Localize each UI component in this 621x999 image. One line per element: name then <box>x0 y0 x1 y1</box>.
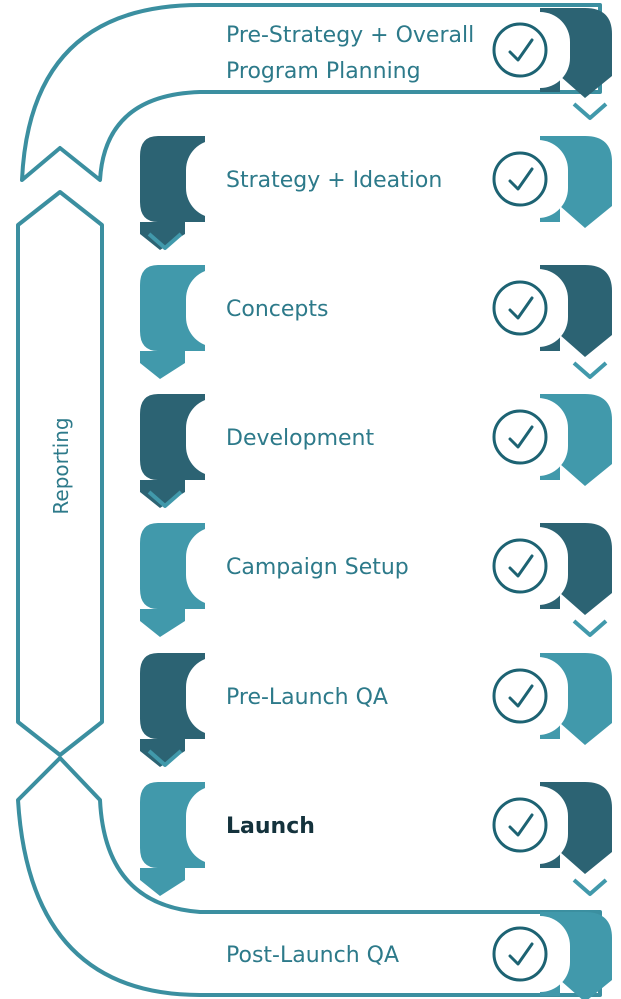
gear-wrench-icon <box>492 409 548 465</box>
chevron-down-icon <box>572 619 608 637</box>
step-8: Post-Launch QA <box>200 912 612 999</box>
step-card <box>186 398 568 476</box>
chat-question-icon <box>492 668 548 724</box>
step-label: Pre-Launch QA <box>226 685 388 710</box>
step-label: Campaign Setup <box>226 555 409 580</box>
step-label: Pre-Strategy + Overall <box>226 23 474 48</box>
band-left-arrow <box>140 222 185 250</box>
step-3: Concepts <box>140 265 612 379</box>
reporting-label: Reporting <box>49 417 73 514</box>
step-5: Campaign Setup <box>140 523 612 637</box>
step-label: Concepts <box>226 297 328 322</box>
chevron-down-icon <box>147 490 183 508</box>
chevron-down-icon <box>572 878 608 896</box>
step-card <box>186 657 568 735</box>
chevron-down-icon <box>572 361 608 379</box>
strategy-play-icon <box>492 22 548 78</box>
step-label: Post-Launch QA <box>226 943 399 968</box>
step-6: Pre-Launch QA <box>140 653 612 767</box>
question-refresh-icon <box>492 926 548 982</box>
band-left-arrow <box>140 739 185 767</box>
step-card <box>200 916 570 992</box>
step-2: Strategy + Ideation <box>140 136 612 250</box>
step-label: Strategy + Ideation <box>226 168 442 193</box>
step-4: Development <box>140 394 612 508</box>
step-card <box>186 140 568 218</box>
band-left-arrow <box>140 480 185 508</box>
step-label: Launch <box>226 814 315 839</box>
step-label-line2: Program Planning <box>226 59 421 84</box>
band-left-arrow <box>140 351 185 379</box>
lightbulb-icon <box>492 151 548 207</box>
band-left-arrow <box>140 868 185 896</box>
step-label: Development <box>226 426 374 451</box>
chevron-down-icon <box>572 102 608 120</box>
step-card <box>186 786 568 864</box>
reporting-arrow <box>16 190 104 757</box>
pencils-icon <box>492 280 548 336</box>
step-7: Launch <box>140 782 612 896</box>
rocket-icon <box>492 797 548 853</box>
chevron-down-icon <box>147 749 183 767</box>
checklist-icon <box>492 538 548 594</box>
chevron-down-icon <box>147 232 183 250</box>
step-card <box>186 527 568 605</box>
band-left-arrow <box>140 609 185 637</box>
step-card <box>200 12 570 88</box>
step-card <box>186 269 568 347</box>
